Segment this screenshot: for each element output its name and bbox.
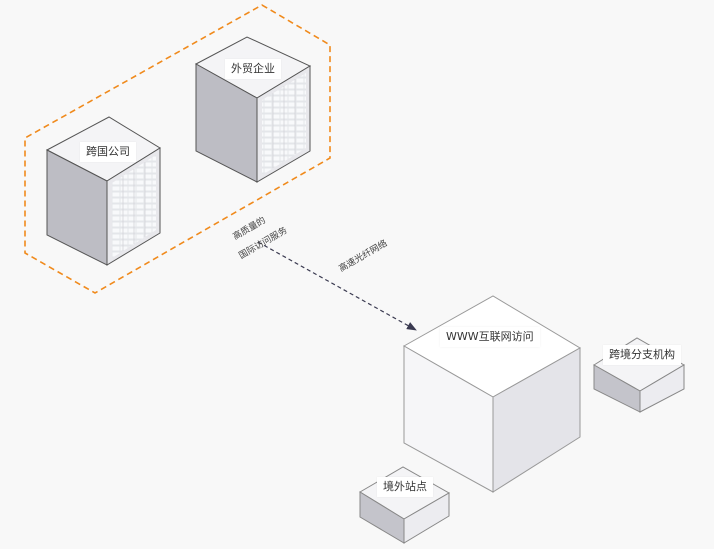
branch-label: 跨境分支机构 (603, 345, 681, 365)
multinational-building (45, 116, 161, 266)
trade-company-label: 外贸企业 (225, 59, 281, 79)
overseas-site-label: 境外站点 (377, 477, 433, 497)
www-cube (402, 295, 581, 493)
connection-arrow (257, 241, 417, 331)
group-outline (24, 4, 331, 294)
multinational-label: 跨国公司 (80, 142, 136, 162)
www-access-label: WWW互联网访问 (440, 327, 540, 347)
